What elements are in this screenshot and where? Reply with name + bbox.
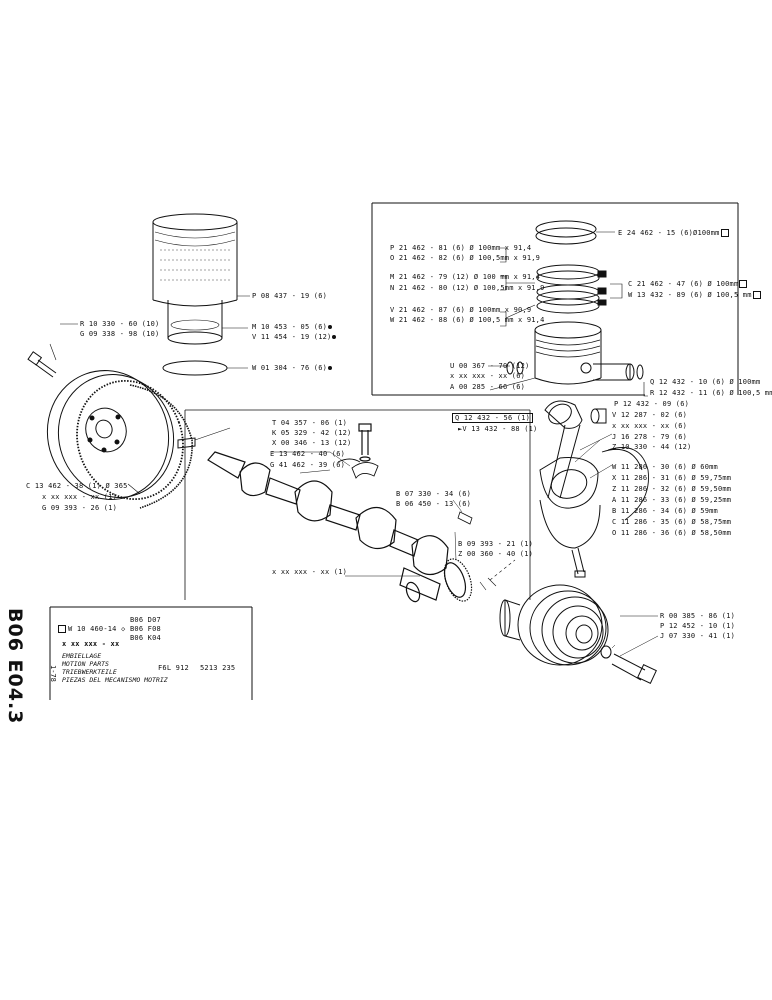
label-liner: P 08 437 - 19 (6): [252, 292, 328, 300]
piston-drawing: [488, 220, 648, 397]
label-piston-v: V 21 462 - 87 (6) Ø 100mm x 90,9: [390, 306, 532, 314]
title-fr: EMBIELLAGE: [62, 652, 102, 660]
label-piston-n: N 21 462 - 80 (12) Ø 100,5mm x 91,9: [390, 284, 545, 292]
label-conrod-x: x xx xxx - xx (6): [612, 422, 688, 430]
label-flywheel-x: x xx xxx - xx (1): [42, 493, 118, 501]
title-en: MOTION PARTS: [62, 660, 109, 668]
label-crank-x: X 00 346 - 13 (12): [272, 439, 352, 447]
label-crank-g: G 41 462 - 39 (6): [270, 461, 346, 469]
sheet-date: 1-78: [49, 665, 57, 682]
label-crank-e: E 13 462 - 40 (6): [270, 450, 346, 458]
label-piston-r: R 12 432 - 11 (6) Ø 100,5 mm: [650, 389, 772, 397]
label-crank-z: Z 00 360 - 40 (1): [458, 550, 534, 558]
label-pulley-r: R 00 385 - 86 (1): [660, 612, 736, 620]
label-pulley-j: J 07 330 - 41 (1): [660, 632, 736, 640]
label-bearing: B 11 286 - 34 (6) Ø 59mm: [612, 507, 718, 515]
label-crank-b3: B 09 393 - 21 (1): [458, 540, 534, 548]
crankshaft-drawing: [207, 423, 516, 603]
label-conrod-p: P 12 432 - 09 (6): [614, 400, 690, 408]
title-de: TRIEBWERKTEILE: [62, 668, 117, 676]
label-pulley-p: P 12 452 - 10 (1): [660, 622, 736, 630]
label-crank-t: T 04 357 - 06 (1): [272, 419, 348, 427]
label-conrod-v: V 12 287 - 02 (6): [612, 411, 688, 419]
label-piston-p: P 21 462 - 81 (6) Ø 100mm x 91,4: [390, 244, 532, 252]
label-liner-o-ring: W 01 304 - 76 (6): [252, 364, 333, 372]
label-bearing: C 11 286 - 35 (6) Ø 58,75mm: [612, 518, 732, 526]
label-bearing: W 11 286 - 30 (6) Ø 60mm: [612, 463, 718, 471]
label-liner-seal-m: M 10 453 - 05 (6): [252, 323, 333, 331]
label-piston-q: Q 12 432 - 10 (6) Ø 100mm: [650, 378, 761, 386]
ref-part: W 10 460-14 ◇: [58, 625, 125, 633]
label-piston-w2: W 21 462 - 88 (6) Ø 100,5 mm x 91,4: [390, 316, 545, 324]
cylinder-liner-drawing: [152, 213, 250, 376]
label-conrod-j: J 16 278 - 79 (6): [612, 433, 688, 441]
label-piston-e: E 24 462 - 15 (6)Ø100mm: [618, 229, 729, 237]
label-bearing: O 11 286 - 36 (6) Ø 58,50mm: [612, 529, 732, 537]
engine-number: 5213 235: [200, 664, 236, 672]
label-crank-k: K 05 329 - 42 (12): [272, 429, 352, 437]
label-conrod-z: Z 10 330 - 44 (12): [612, 443, 692, 451]
label-flywheel-washer: G 09 338 - 98 (10): [80, 330, 160, 338]
label-crank-b2: B 06 450 - 13 (6): [396, 500, 472, 508]
label-flywheel: C 13 462 - 38 (1) Ø 365: [26, 482, 128, 490]
label-piston-x: x xx xxx - xx (6): [450, 372, 526, 380]
model-3: B06 K04: [130, 634, 161, 642]
model-2: B06 F08: [130, 625, 161, 633]
sheet-code: B06 E04.3: [4, 608, 26, 725]
label-crank-b1: B 07 330 - 34 (6): [396, 490, 472, 498]
label-piston-c: C 21 462 - 47 (6) Ø 100mm: [628, 280, 748, 288]
label-crank-q: Q 12 432 - 56 (1): [452, 413, 534, 423]
label-bearing: X 11 286 - 31 (6) Ø 59,75mm: [612, 474, 732, 482]
conrod-bearing-list: W 11 286 - 30 (6) Ø 60mm X 11 286 - 31 (…: [612, 463, 731, 540]
model-1: B06 D07: [130, 616, 161, 624]
connecting-rod-drawing: [539, 400, 649, 578]
title-es: PIEZAS DEL MECANISMO MOTRIZ: [62, 676, 168, 684]
label-piston-o: O 21 462 - 82 (6) Ø 100,5mm x 91,9: [390, 254, 541, 262]
label-bearing: A 11 286 - 33 (6) Ø 59,25mm: [612, 496, 732, 504]
label-piston-m: M 21 462 - 79 (12) Ø 100 mm x 91,4: [390, 273, 541, 281]
flywheel-drawing: [27, 323, 231, 509]
label-flywheel-bolt: R 10 330 - 60 (10): [80, 320, 160, 328]
label-piston-a: A 00 285 - 66 (6): [450, 383, 526, 391]
engine-type: F6L 912: [158, 664, 189, 672]
label-liner-seal-v: V 11 454 - 19 (12): [252, 333, 337, 341]
label-crank-x2: x xx xxx - xx (1): [272, 568, 348, 576]
label-flywheel-ring: G 09 393 - 26 (1): [42, 504, 118, 512]
label-bearing: Z 11 286 - 32 (6) Ø 59,50mm: [612, 485, 732, 493]
label-crank-v: ►V 13 432 - 88 (1): [458, 425, 538, 433]
xx-line: x xx xxx - xx: [62, 640, 120, 648]
label-piston-u: U 00 367 - 70 (12): [450, 362, 530, 370]
label-piston-w: W 13 432 - 89 (6) Ø 100,5 mm: [628, 291, 761, 299]
pulley-drawing: [499, 584, 659, 684]
